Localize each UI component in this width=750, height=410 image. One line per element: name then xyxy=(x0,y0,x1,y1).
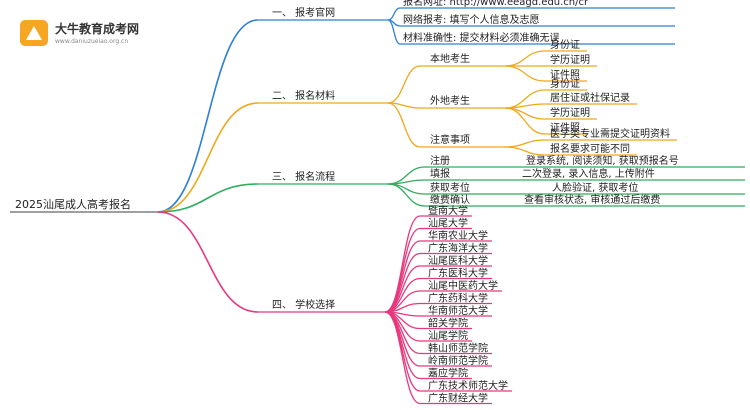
logo-subtitle: www.daniuzueiao.org.cn xyxy=(55,38,128,45)
branch4-school-connector xyxy=(384,311,421,405)
branch1-item: 报名网址: http://www.eeagd.edu.cn/cr xyxy=(403,0,589,8)
branch2-leaf: 学历证明 xyxy=(550,106,590,119)
branch2-leaf: 居住证或社保记录 xyxy=(550,91,630,104)
branch2-label: 二、 报名材料 xyxy=(272,89,335,102)
branch2-sub-connector xyxy=(387,65,421,104)
connectors xyxy=(10,7,745,405)
branch2-sub-label-nonlocal: 外地考生 xyxy=(430,94,470,107)
branch3-step-desc: 查看审核状态, 审核通过后缴费 xyxy=(524,193,660,206)
logo-title: 大牛教育成考网 xyxy=(55,21,139,36)
branch1-item: 网络报考: 填写个人信息及志愿 xyxy=(403,13,540,26)
branch2-leaf-connector xyxy=(504,107,546,135)
labels: 一、 报考官网 报名网址: http://www.eeagd.edu.cn/cr 网… xyxy=(272,0,679,405)
branch4-school: 广东海洋大学 xyxy=(428,242,488,255)
branch4-connector xyxy=(157,211,259,313)
branch3-step-name: 注册 xyxy=(430,154,450,167)
branch2-leaf: 身份证 xyxy=(550,77,580,90)
branch3-step-connector xyxy=(387,183,426,195)
branch4-school: 华南农业大学 xyxy=(428,229,488,242)
branch2-connector xyxy=(157,102,259,213)
branch4-school-connector xyxy=(384,227,421,313)
branch2-leaf: 证件照 xyxy=(550,122,580,134)
branch2-sub-connector xyxy=(387,102,421,109)
branch3-step-name: 缴费确认 xyxy=(430,193,470,206)
branch2-leaf-connector xyxy=(504,146,546,156)
branch4-school: 广东财经大学 xyxy=(428,392,488,405)
branch4-school: 岭南师范学院 xyxy=(428,354,488,367)
branch4-school: 嘉应学院 xyxy=(428,367,468,380)
branch2-sub-connector xyxy=(387,102,421,148)
branch3-step-name: 获取考位 xyxy=(430,181,470,194)
branch2-leaf: 医学类专业需提交证明资料 xyxy=(550,127,670,140)
branch2-leaf-connector xyxy=(504,103,546,109)
branch1-label: 一、 报考官网 xyxy=(272,6,335,19)
branch3-connector xyxy=(157,183,259,213)
branch2-leaf: 学历证明 xyxy=(550,53,590,66)
branch3-step-desc: 二次登录, 录入信息, 上传附件 xyxy=(522,167,655,180)
branch1-item-connector xyxy=(387,19,401,45)
branch3-label: 三、 报名流程 xyxy=(272,170,335,183)
branch4-school: 广东药科大学 xyxy=(428,292,488,305)
branch2-leaf-connector xyxy=(504,89,546,109)
branch4-school: 汕尾中医药大学 xyxy=(428,279,498,292)
branch4-school: 汕尾医科大学 xyxy=(428,254,488,267)
branch2-sub-label-local: 本地考生 xyxy=(430,52,470,65)
branch4-school: 韶关学院 xyxy=(428,317,468,330)
branch3-step-name: 填报 xyxy=(430,167,450,180)
logo: 大牛教育成考网 www.daniuzueiao.org.cn xyxy=(20,20,139,46)
branch3-step-connector xyxy=(387,183,426,207)
branch4-school: 暨南大学 xyxy=(428,204,468,217)
branch2-leaf-connector xyxy=(504,65,546,82)
branch2-leaf: 报名要求可能不同 xyxy=(550,142,630,155)
branch3-step-connector xyxy=(387,179,426,185)
branch4-school-connector xyxy=(384,215,421,313)
branch1-item-connector xyxy=(387,7,401,21)
branch4-school-connector xyxy=(384,311,421,380)
branch4-school: 韩山师范学院 xyxy=(428,342,488,355)
branch1-connector xyxy=(157,19,259,213)
branch2-leaf-connector xyxy=(504,50,546,67)
branch4-label: 四、 学校选择 xyxy=(272,298,335,311)
branch4-school: 汕尾大学 xyxy=(428,217,468,230)
branch2-leaf-connector xyxy=(504,107,546,120)
branch4-school: 汕尾学院 xyxy=(428,329,468,342)
branch3-step-desc: 登录系统, 阅读须知, 获取预报名号 xyxy=(526,154,679,167)
branch2-leaf: 证件照 xyxy=(550,69,580,81)
root-topic: 2025汕尾成人高考报名 xyxy=(15,197,131,211)
logo-icon-mark xyxy=(26,26,42,40)
branch1-item: 材料准确性: 提交材料必须准确无误 xyxy=(403,31,560,44)
branch4-school: 广东技术师范大学 xyxy=(428,379,508,392)
branch4-school: 华南师范大学 xyxy=(428,304,488,317)
branch2-leaf-connector xyxy=(504,139,546,148)
branch3-step-desc: 人脸验证, 获取考位 xyxy=(552,181,638,194)
branch2-sub-label-notes: 注意事项 xyxy=(430,133,470,146)
branch2-leaf: 身份证 xyxy=(550,38,580,51)
branch4-school: 广东医科大学 xyxy=(428,267,488,280)
